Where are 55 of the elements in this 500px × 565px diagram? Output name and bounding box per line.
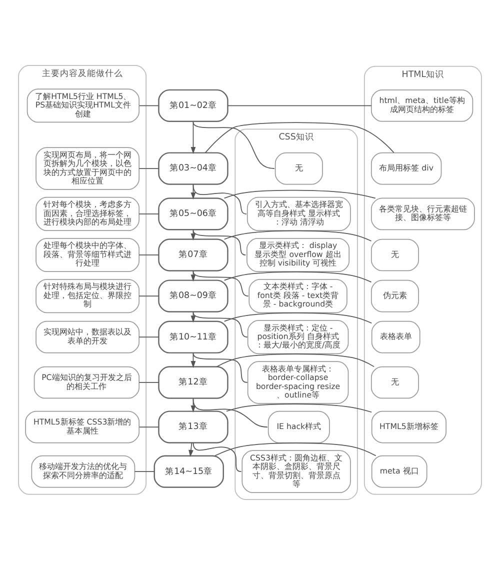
- node-box: 各类常见块、行元素超链接、图像标签等: [370, 198, 475, 230]
- connector: [139, 105, 159, 106]
- connector: [214, 442, 376, 456]
- node-box: 实现网页布局，将一个网页拆解为几个模块，以色块的方式放置于网页中的相应位置: [36, 147, 140, 190]
- node-box: 第13章: [158, 410, 228, 444]
- connector: [134, 471, 155, 472]
- node-box: 处理每个模块中的字体、段落、背景等细节样式进行处理: [36, 238, 140, 272]
- node-box: 实现网站中，数据表以及表单的开发: [36, 320, 140, 354]
- node-box: 第14~15章: [154, 455, 224, 488]
- node-box: 第07章: [158, 238, 228, 272]
- connector: [224, 230, 372, 242]
- node-box: 无: [370, 238, 419, 272]
- node-box: 显示类样式：定位 - position系列 自身样式：最大/最小的宽度/高度: [247, 320, 349, 354]
- connector: [204, 122, 394, 154]
- node-box: 第08~09章: [158, 280, 228, 312]
- node-box: 显示类样式： display 显示类型 overflow 超出控制 visibility 可视性: [246, 238, 350, 272]
- node-box: 第01~02章: [158, 89, 228, 122]
- connector: [224, 190, 376, 199]
- node-box: CSS3样式：圆角边框、文本阴影、盒阴影、背景尺寸、背景切割、背景原点等: [242, 450, 351, 493]
- node-box: 无: [274, 152, 323, 185]
- connector: [216, 354, 375, 368]
- connector: [138, 254, 160, 256]
- connector: [138, 382, 159, 383]
- arrow: [190, 121, 196, 154]
- node-box: PC端知识的复习开发之后的相关工作: [34, 366, 140, 399]
- connector: [138, 336, 160, 338]
- node-box: 第03~04章: [158, 152, 228, 185]
- node-box: 无: [370, 366, 419, 399]
- connector: [224, 271, 372, 283]
- node-box: 了解HTML5行业 HTML5、PS基础知识实现HTML文件创建: [26, 88, 140, 123]
- connector: [138, 168, 160, 169]
- connector: [226, 404, 372, 413]
- node-box: HTML5新增标签: [371, 410, 446, 444]
- node-box: 引入方式、基本选择器宽高等自身样式 显示样式：浮动 清浮动: [246, 196, 351, 231]
- node-box: 第05~06章: [158, 198, 228, 230]
- node-box: 第12章: [158, 366, 228, 399]
- node-box: 移动端开发方法的优化与探索不同分辨率的适配: [31, 455, 136, 488]
- connector: [139, 426, 159, 428]
- connector: [227, 105, 372, 106]
- node-box: html、meta、title等构成网页结构的标签: [370, 90, 474, 122]
- node-box: 表格表单专属样式： border-collapse border-spacing resize、outline等: [247, 361, 349, 404]
- node-box: 布局用标签 div: [370, 152, 442, 185]
- node-box: 针对特殊布局与模块进行处理，包括定位、界限控制: [36, 279, 140, 314]
- node-box: 文本类样式：字体 - font类 段落 - text类背景 - background类: [248, 279, 348, 314]
- node-box: HTML5新标签 CSS3新增的基本属性: [25, 410, 140, 444]
- node-box: 第10~11章: [158, 320, 228, 354]
- connector: [224, 312, 372, 324]
- node-box: 伪元素: [370, 280, 419, 312]
- connector: [192, 442, 242, 472]
- node-box: IE hack样式: [268, 410, 330, 444]
- node-box: meta 视口: [371, 455, 428, 488]
- node-box: 表格表单: [371, 320, 420, 354]
- connector: [192, 122, 275, 169]
- arrow: [188, 442, 194, 457]
- node-box: 针对每个模块，考虑多方面因素，合理选择标签，进行模块内部的布局处理: [36, 196, 140, 231]
